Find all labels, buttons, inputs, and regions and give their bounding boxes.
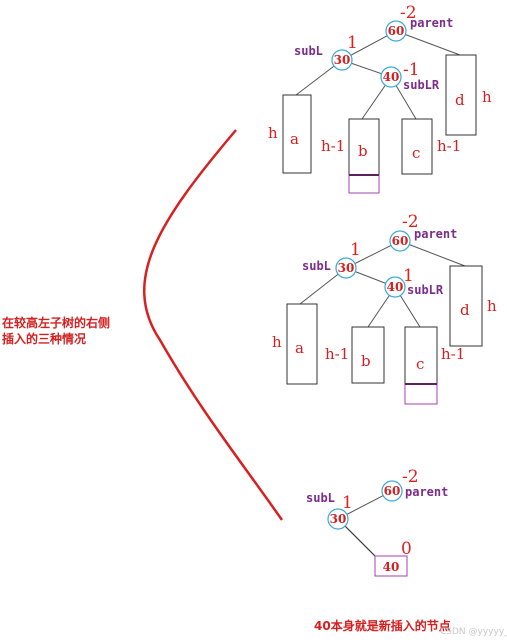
label-b: b	[358, 142, 368, 160]
node-40-label: 40	[383, 70, 400, 84]
bf-40: 0	[401, 539, 412, 559]
bf-60: -2	[402, 212, 419, 232]
node-30	[327, 508, 349, 530]
bf-30: 1	[350, 240, 361, 260]
side-caption-line1: 在较高左子树的右侧	[2, 315, 110, 330]
node-40-label: 40	[387, 280, 404, 294]
bf-40: 1	[403, 266, 414, 286]
label-b: b	[361, 352, 371, 370]
new-node-slot-c	[404, 383, 438, 405]
height-d: h	[487, 297, 497, 315]
bracket-curve	[143, 129, 284, 521]
label-d: d	[455, 91, 465, 109]
node-60-label: 60	[384, 484, 401, 498]
new-node-40	[374, 555, 408, 577]
subtree-d	[445, 54, 477, 136]
height-a: h	[272, 333, 282, 351]
node-60-label: 60	[388, 24, 405, 38]
label-a: a	[295, 339, 304, 357]
node-30-label: 30	[338, 261, 355, 275]
subtree-c	[404, 326, 438, 385]
tag-subl: subL	[302, 259, 331, 273]
height-b: h-1	[321, 137, 345, 155]
bf-30: 1	[342, 493, 353, 513]
subtree-a	[282, 94, 312, 174]
tag-parent: parent	[414, 227, 457, 241]
label-c: c	[412, 144, 420, 162]
node-60	[389, 230, 411, 252]
subtree-d	[449, 265, 483, 347]
case3-tree: 40 60 30 -2 parent 1 subL 0	[306, 467, 448, 577]
node-60	[381, 480, 403, 502]
height-a: h	[268, 124, 278, 142]
case2-tree: a b c d h h-1 h-1 h 60 30 40 -2 parent 1…	[272, 212, 497, 405]
tag-parent: parent	[405, 485, 448, 499]
node-30-label: 30	[330, 512, 347, 526]
case1-tree: a b c d h h-1 h-1 h 60 30 40 -2 parent 1…	[268, 3, 492, 194]
tag-sublr: subLR	[407, 283, 444, 297]
bf-60: -2	[402, 467, 419, 487]
node-30	[331, 49, 353, 71]
subtree-a	[286, 303, 318, 385]
node-40	[380, 66, 402, 88]
height-c: h-1	[441, 345, 465, 363]
tag-subl: subL	[294, 44, 323, 58]
label-c: c	[416, 355, 424, 373]
subtree-b	[351, 326, 385, 384]
new-node-slot-b	[348, 174, 380, 194]
bf-30: 1	[347, 33, 358, 53]
node-40-label: 40	[383, 560, 400, 574]
node-30-label: 30	[334, 53, 351, 67]
node-30	[335, 257, 357, 279]
bf-60: -2	[400, 3, 417, 23]
tag-subl: subL	[306, 491, 335, 505]
bf-40: -1	[403, 60, 420, 80]
watermark: CSDN @yyyyy_	[440, 627, 507, 637]
node-40	[384, 276, 406, 298]
node-60	[385, 20, 407, 42]
subtree-b	[348, 118, 380, 176]
tag-sublr: subLR	[403, 78, 440, 92]
height-b: h-1	[325, 345, 349, 363]
node-60-label: 60	[392, 234, 409, 248]
height-c: h-1	[437, 137, 461, 155]
label-d: d	[460, 301, 470, 319]
side-caption-line2: 插入的三种情况	[2, 331, 86, 346]
tag-parent: parent	[410, 16, 453, 30]
height-d: h	[482, 88, 492, 106]
subtree-c	[401, 118, 433, 175]
bottom-caption: 40本身就是新插入的节点	[314, 618, 451, 633]
label-a: a	[290, 130, 299, 148]
